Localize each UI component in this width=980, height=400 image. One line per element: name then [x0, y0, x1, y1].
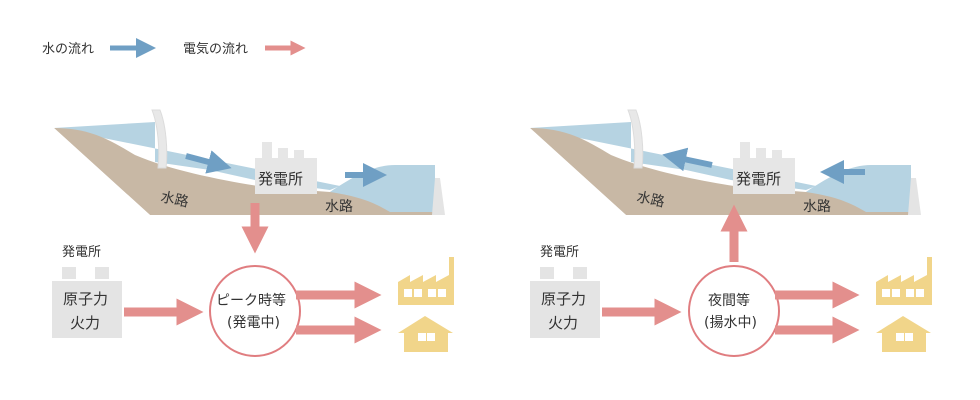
- upper-dam: [627, 109, 644, 169]
- water-pump-up-arrow-icon: [662, 147, 713, 172]
- plant-label: 発電所: [736, 170, 781, 188]
- plant-chimney-icon: [756, 148, 766, 158]
- lower-dam: [908, 178, 921, 215]
- other-plant-roof-icon: [573, 267, 587, 279]
- plant-chimney-icon: [262, 142, 272, 158]
- other-plant-line2: 火力: [548, 314, 578, 332]
- terrain-cut: [530, 128, 626, 215]
- waterway-right-label: 水路: [325, 199, 353, 215]
- waterway-left-label: 水路: [159, 189, 190, 210]
- circle-line2: (揚水中): [704, 314, 757, 331]
- waterway-right-label: 水路: [803, 199, 831, 215]
- circle-line2: (発電中): [227, 315, 280, 331]
- legend-water-label: 水の流れ: [42, 42, 94, 57]
- left-panel: 発電所 水路 水路 発電所 原子力 火力 ピーク時等 (発電中): [52, 109, 454, 357]
- water-flow-in-arrow-icon: [185, 150, 232, 174]
- other-plant-title: 発電所: [62, 245, 101, 260]
- other-plant-line1: 原子力: [541, 290, 586, 308]
- other-plant-line2: 火力: [70, 314, 100, 332]
- other-plant-roof-icon: [540, 267, 554, 279]
- peak-circle: [209, 265, 301, 357]
- legend: 水の流れ 電気の流れ: [42, 38, 306, 58]
- terrain-cut: [54, 128, 150, 215]
- plant-label: 発電所: [258, 170, 303, 188]
- plant-building: [733, 158, 795, 194]
- upper-dam: [151, 109, 168, 169]
- house-icon: [876, 316, 931, 352]
- night-circle: [688, 265, 780, 357]
- lower-dam: [432, 178, 445, 215]
- plant-chimney-icon: [294, 150, 304, 158]
- other-plant-title: 発電所: [540, 245, 579, 260]
- plant-chimney-icon: [772, 150, 782, 158]
- right-panel: 発電所 水路 水路 発電所 原子力 火力 夜間等 (揚水中): [530, 109, 932, 357]
- house-icon: [398, 316, 453, 352]
- plant-building: [255, 158, 317, 194]
- legend-power-label: 電気の流れ: [183, 41, 248, 57]
- factory-icon: [398, 257, 454, 305]
- other-plant-box: [530, 281, 600, 338]
- waterway-left-label: 水路: [635, 189, 666, 210]
- other-plant-box: [52, 281, 122, 338]
- other-plant-roof-icon: [62, 267, 76, 279]
- circle-line1: 夜間等: [708, 292, 750, 309]
- other-plant-line1: 原子力: [63, 290, 108, 308]
- factory-icon: [876, 257, 932, 305]
- plant-chimney-icon: [740, 142, 750, 158]
- circle-line1: ピーク時等: [216, 292, 286, 309]
- plant-chimney-icon: [278, 148, 288, 158]
- other-plant-roof-icon: [95, 267, 109, 279]
